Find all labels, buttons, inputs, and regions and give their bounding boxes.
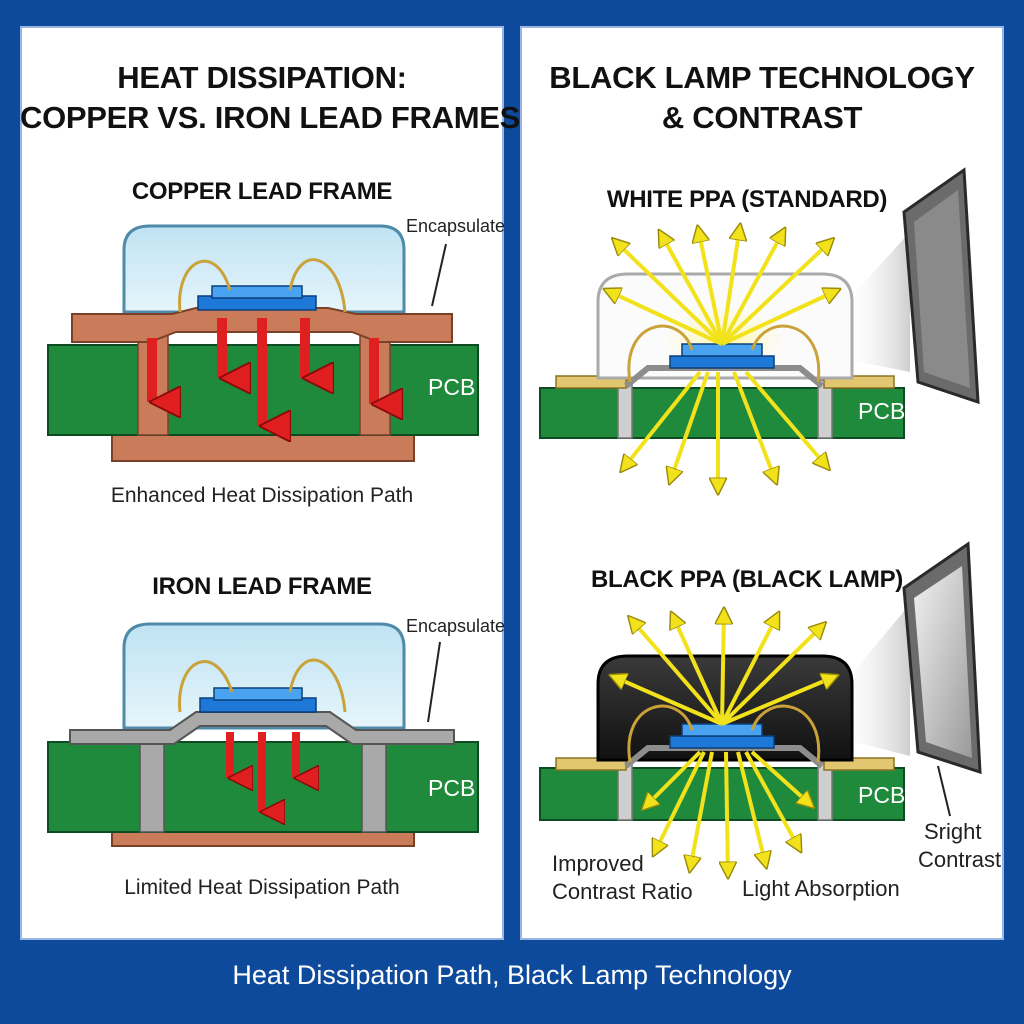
improved-contrast-line2: Contrast Ratio (552, 879, 693, 904)
copper-package (47, 224, 479, 462)
sright-leader (937, 765, 951, 817)
iron-encapsulate (122, 622, 406, 730)
iron-via-left (139, 735, 165, 833)
white-ray (720, 226, 740, 345)
iron-encapsulate-leader (427, 641, 441, 723)
white-chip (681, 343, 763, 357)
white-ray (721, 290, 838, 346)
white-pcb (539, 387, 905, 439)
right-title-line2: & CONTRAST (661, 100, 863, 135)
black-ray (654, 751, 706, 854)
copper-wire-left (178, 259, 232, 313)
white-ray (622, 370, 702, 470)
iron-encapsulate-label: Encapsulate (406, 616, 506, 636)
right-panel-title: BLACK LAMP TECHNOLOGY & CONTRAST (520, 58, 1004, 138)
white-light-beam (848, 232, 910, 372)
black-chip (681, 723, 763, 737)
black-wire-right (750, 704, 821, 763)
sright-contrast-label: Sright Contrast (918, 818, 1001, 874)
white-ray (614, 240, 724, 346)
black-chip-base (669, 735, 775, 749)
copper-heading: COPPER LEAD FRAME (131, 178, 393, 205)
copper-caption: Enhanced Heat Dissipation Path (110, 484, 414, 507)
white-ray (744, 370, 828, 468)
black-wire-left (627, 704, 694, 763)
left-panel-title: HEAT DISSIPATION: COPPER VS. IRON LEAD F… (20, 58, 521, 138)
white-ray (670, 371, 710, 482)
black-ppa-heading: BLACK PPA (BLACK LAMP) (590, 566, 904, 593)
iron-heat-arrows (226, 732, 296, 812)
black-ray (630, 618, 724, 726)
black-ray (722, 610, 724, 725)
copper-pcb-label: PCB (428, 374, 476, 400)
left-title-line1: HEAT DISSIPATION: (117, 60, 407, 95)
white-light-rays (606, 226, 838, 492)
black-ppa-encapsulate (596, 654, 854, 762)
white-ppa-heading: WHITE PPA (STANDARD) (606, 186, 888, 213)
white-ray (606, 290, 723, 346)
iron-package (47, 622, 479, 847)
iron-wire-right (288, 658, 347, 713)
black-light-beam (840, 604, 910, 756)
white-pcb-label: PCB (858, 398, 906, 424)
iron-lead-frame (69, 711, 455, 745)
white-ppa-package (539, 167, 980, 492)
white-ray (698, 228, 724, 345)
black-light-rays (612, 610, 836, 876)
black-display-screen (914, 566, 972, 758)
iron-chip (213, 687, 303, 701)
copper-encapsulate-leader (431, 243, 447, 307)
white-wire-left (627, 324, 694, 383)
light-absorption-label: Light Absorption (742, 876, 900, 901)
right-title-line1: BLACK LAMP TECHNOLOGY (549, 60, 975, 95)
white-ray (660, 232, 724, 345)
left-title-line2: COPPER VS. IRON LEAD FRAMES (20, 100, 521, 135)
sright-line2: Contrast (918, 847, 1002, 872)
copper-wire-right (288, 258, 347, 313)
white-wire-right (750, 324, 821, 383)
copper-encapsulate-label: Encapsulate (406, 216, 506, 236)
black-ray (750, 750, 812, 806)
black-ppa-package (539, 541, 982, 876)
iron-caption: Limited Heat Dissipation Path (124, 876, 400, 899)
footer-caption: Heat Dissipation Path, Black Lamp Techno… (232, 960, 792, 990)
black-pcb-label: PCB (858, 782, 906, 808)
black-ray (690, 751, 714, 870)
copper-chip (211, 285, 303, 299)
black-ray (721, 676, 836, 726)
black-ray (726, 751, 728, 876)
white-chip-base (669, 355, 775, 369)
iron-pcb-label: PCB (428, 775, 476, 801)
black-ray (644, 750, 702, 808)
black-pcb (539, 767, 905, 821)
iron-wire-left (178, 660, 234, 713)
improved-contrast-line1: Improved (552, 851, 644, 876)
black-ray (672, 614, 724, 725)
black-ray (736, 751, 766, 866)
iron-heading: IRON LEAD FRAME (152, 573, 372, 600)
improved-contrast-label: Improved Contrast Ratio (552, 850, 693, 906)
white-ray (720, 230, 784, 345)
iron-via-right (361, 735, 387, 833)
black-ray (612, 676, 723, 726)
copper-encapsulate (122, 224, 406, 314)
black-ray (744, 751, 800, 850)
white-ray (720, 240, 832, 346)
copper-heat-arrows (147, 318, 374, 426)
copper-bottom-pad (111, 432, 415, 462)
white-ray (732, 371, 776, 482)
white-display-screen (914, 190, 970, 388)
black-ray (720, 614, 778, 725)
sright-line1: Sright (924, 819, 982, 844)
black-ray (720, 624, 824, 726)
